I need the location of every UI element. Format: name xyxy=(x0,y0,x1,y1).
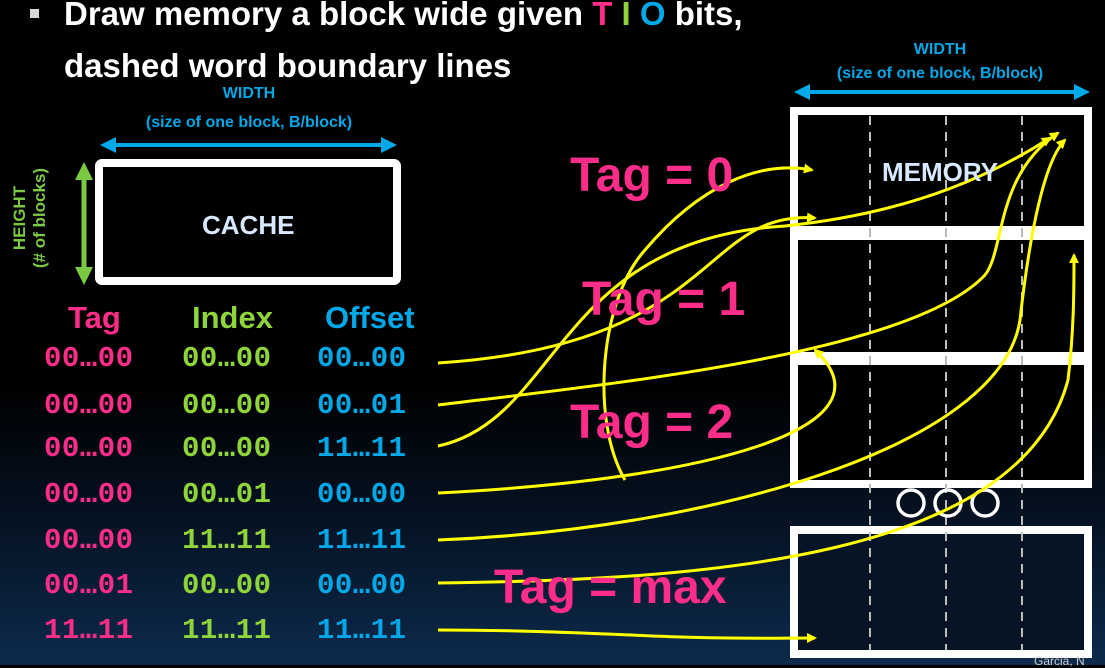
address-row: 11…11 11…11 11…11 xyxy=(44,614,407,647)
cache-label: CACHE xyxy=(202,210,295,240)
ellipsis-circles xyxy=(896,488,1000,518)
column-header-offset: Offset xyxy=(325,300,415,335)
map-arrow-row-6 xyxy=(437,628,817,644)
row-offset: 00…01 xyxy=(317,389,407,422)
title-letter-o: O xyxy=(639,0,666,32)
row-tag: 00…00 xyxy=(44,524,134,557)
map-arrow-tag-curve xyxy=(602,163,814,481)
title-text-part: Draw memory a block wide given xyxy=(64,0,593,32)
memory-block-max xyxy=(790,526,1092,658)
row-index: 00…00 xyxy=(182,389,272,422)
map-arrow-row-0 xyxy=(437,212,817,365)
row-tag: 00…00 xyxy=(44,389,134,422)
cache-box xyxy=(95,159,401,285)
slide-title-line2: dashed word boundary lines xyxy=(64,47,512,84)
tag-label-2: Tag = 2 xyxy=(570,396,734,449)
tag-label-0: Tag = 0 xyxy=(570,149,734,202)
column-header-tag: Tag xyxy=(68,300,121,335)
map-arrow-row-2 xyxy=(437,136,1052,448)
memory-block-0 xyxy=(790,107,1092,234)
row-index: 11…11 xyxy=(182,524,272,557)
row-index: 00…01 xyxy=(182,478,272,511)
row-index: 00…00 xyxy=(182,569,272,602)
row-offset: 00…00 xyxy=(317,478,407,511)
cache-width-label: WIDTH xyxy=(222,85,276,102)
row-offset: 11…11 xyxy=(317,432,407,465)
cache-width-arrow xyxy=(100,137,397,153)
word-boundary-lines xyxy=(869,116,1023,650)
cache-height-arrow xyxy=(75,162,93,285)
address-row: 00…00 00…01 00…00 xyxy=(44,478,407,511)
slide-title-line1: Draw memory a block wide given T I O bit… xyxy=(64,0,743,34)
memory-width-sub: (size of one block, B/block) xyxy=(836,65,1044,82)
tag-label-max: Tag = max xyxy=(494,561,727,614)
memory-block-2 xyxy=(790,357,1092,488)
title-bullet xyxy=(30,9,39,18)
title-text-end: bits, xyxy=(665,0,743,32)
memory-width-arrow xyxy=(794,84,1090,100)
title-letter-i: I xyxy=(621,0,631,32)
address-row: 00…00 00…00 00…01 xyxy=(44,389,407,422)
row-tag: 11…11 xyxy=(44,614,134,647)
address-row: 00…00 00…00 00…00 xyxy=(44,342,407,375)
address-row: 00…00 00…00 11…11 xyxy=(44,432,407,465)
map-arrow-row-4 xyxy=(437,138,1067,542)
cache-width-sub: (size of one block, B/block) xyxy=(145,114,353,131)
row-tag: 00…00 xyxy=(44,432,134,465)
row-tag: 00…00 xyxy=(44,342,134,375)
memory-block-1 xyxy=(790,232,1092,360)
column-header-index: Index xyxy=(192,300,273,335)
row-index: 00…00 xyxy=(182,342,272,375)
tag-label-1: Tag = 1 xyxy=(582,273,746,326)
row-offset: 00…00 xyxy=(317,569,407,602)
address-row: 00…00 11…11 11…11 xyxy=(44,524,407,557)
row-index: 00…00 xyxy=(182,432,272,465)
title-letter-t: T xyxy=(592,0,613,32)
memory-width-label: WIDTH xyxy=(913,41,967,58)
row-offset: 11…11 xyxy=(317,524,407,557)
row-offset: 00…00 xyxy=(317,342,407,375)
row-offset: 11…11 xyxy=(317,614,407,647)
row-tag: 00…01 xyxy=(44,569,134,602)
address-row: 00…01 00…00 00…00 xyxy=(44,569,407,602)
map-arrow-row-1 xyxy=(437,131,1060,407)
slide-credit: Garcia, N xyxy=(1034,654,1085,668)
map-arrow-row-3 xyxy=(437,348,837,495)
map-arrow-row-5 xyxy=(437,253,1079,585)
row-index: 11…11 xyxy=(182,614,272,647)
row-tag: 00…00 xyxy=(44,478,134,511)
memory-label: MEMORY xyxy=(882,157,999,187)
